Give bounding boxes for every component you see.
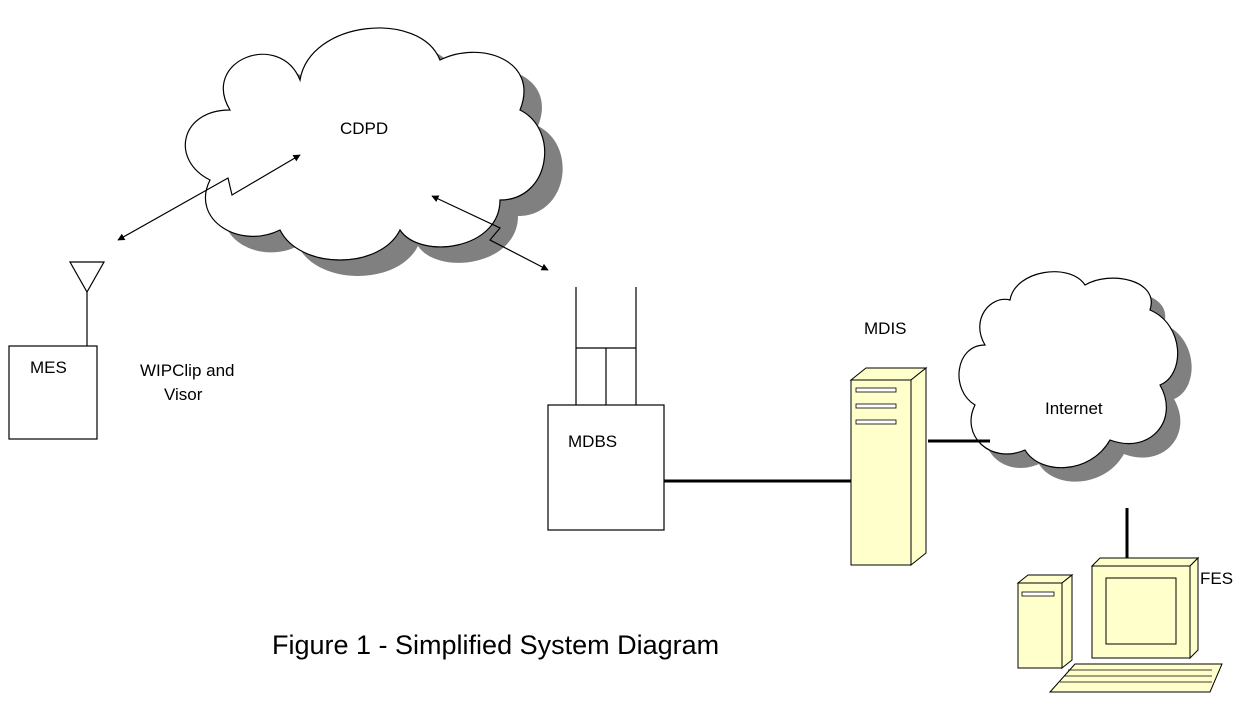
mdis-label: MDIS: [864, 319, 907, 338]
mes-box: [8, 345, 98, 440]
mes-label: MES: [30, 358, 67, 377]
mdis-server-icon: [849, 366, 928, 567]
mes-device: [8, 261, 106, 440]
internet-cloud: [958, 271, 1192, 482]
mdbs-station: [547, 287, 665, 531]
antenna-icon: [68, 261, 106, 294]
cdpd-label: CDPD: [340, 119, 389, 138]
figure-caption: Figure 1 - Simplified System Diagram: [272, 630, 720, 660]
wipclip-label-line1: WIPClip and: [140, 361, 235, 380]
wipclip-label-line2: Visor: [164, 385, 203, 404]
mdbs-label: MDBS: [568, 432, 618, 451]
wireless-link-mes-cdpd: [117, 154, 301, 241]
fes-computer-icon: [1016, 556, 1223, 693]
cdpd-cloud: [184, 27, 563, 276]
wireless-link-cdpd-mdbs: [431, 195, 549, 271]
internet-label: Internet: [1045, 399, 1103, 418]
mdbs-box: [547, 404, 665, 531]
fes-label: FES: [1200, 569, 1234, 588]
